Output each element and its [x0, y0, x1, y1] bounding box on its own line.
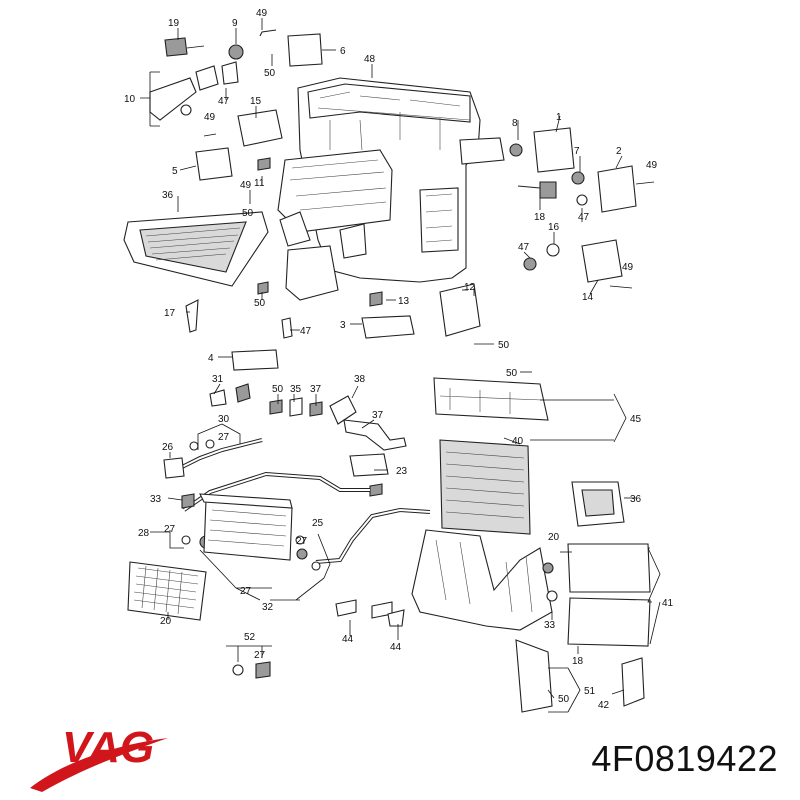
- callout-1: 1: [556, 112, 562, 123]
- callout-labels: 19 9 49 6 50 48 10 47 15 49 5 11 36 49 5…: [124, 8, 674, 711]
- callout-47: 47: [300, 326, 312, 337]
- vag-logo: VAG: [30, 723, 168, 792]
- callout-21: 20: [160, 616, 172, 627]
- callout-14: 14: [582, 292, 594, 303]
- actuators-upper-drawing: [149, 29, 323, 181]
- callout-42: 42: [598, 700, 610, 711]
- clips-drawing: [226, 645, 272, 679]
- callout-22: 20: [548, 532, 560, 543]
- callout-31: 31: [212, 374, 224, 385]
- callout-30: 30: [218, 414, 230, 425]
- callout-3: 3: [340, 320, 346, 331]
- callout-50: 50: [264, 68, 276, 79]
- callout-37: 37: [372, 410, 384, 421]
- callout-47: 47: [218, 96, 230, 107]
- callout-27: 27: [296, 536, 308, 547]
- callout-50: 50: [498, 340, 510, 351]
- callout-19: 19: [168, 18, 180, 29]
- callout-13: 13: [398, 296, 410, 307]
- callout-27: 27: [254, 650, 266, 661]
- callout-41: 41: [662, 598, 674, 609]
- callout-51: 51: [584, 686, 596, 697]
- callout-52: 52: [244, 632, 256, 643]
- callout-25: 25: [312, 518, 324, 529]
- callout-2: 2: [616, 146, 622, 157]
- callout-49: 49: [204, 112, 216, 123]
- callout-49: 49: [256, 8, 268, 19]
- callout-27: 27: [218, 432, 230, 443]
- logo-text: VAG: [62, 723, 154, 772]
- air-grille-drawing: [123, 211, 269, 287]
- callout-20: 18: [534, 212, 546, 223]
- callout-9: 9: [232, 18, 238, 29]
- callout-16: 16: [548, 222, 560, 233]
- heater-core-drawing: [199, 493, 293, 561]
- callout-48: 48: [364, 54, 376, 65]
- evaporator-housing-drawing: [411, 377, 582, 713]
- logo-swoosh: [30, 738, 168, 792]
- callout-12: 12: [464, 282, 476, 293]
- callout-49: 49: [622, 262, 634, 273]
- callout-44: 44: [342, 634, 354, 645]
- callout-47: 47: [578, 212, 590, 223]
- leader-lines: [140, 18, 661, 713]
- callout-27: 27: [240, 586, 252, 597]
- callout-23: 23: [396, 466, 408, 477]
- callout-32: 33: [544, 620, 556, 631]
- callout-33: 32: [262, 602, 274, 613]
- callout-50: 50: [558, 694, 570, 705]
- callout-32: 33: [150, 494, 162, 505]
- callout-50: 50: [272, 384, 284, 395]
- callout-39: 38: [354, 374, 366, 385]
- callout-15: 15: [250, 96, 262, 107]
- callout-18: 18: [572, 656, 584, 667]
- callout-49: 49: [646, 160, 658, 171]
- callout-5: 5: [172, 166, 178, 177]
- actuators-right-drawing: [369, 127, 655, 345]
- callout-34: 36: [162, 190, 174, 201]
- callout-40: 40: [512, 436, 524, 447]
- callout-50: 50: [242, 208, 254, 219]
- callout-8: 8: [512, 118, 518, 129]
- callout-10: 10: [124, 94, 136, 105]
- callout-4: 4: [208, 353, 214, 364]
- callout-49: 49: [240, 180, 252, 191]
- callout-6: 6: [340, 46, 346, 57]
- radiator-drawing: [127, 561, 207, 621]
- callout-50: 50: [506, 368, 518, 379]
- filters-drawing: [335, 481, 651, 707]
- callout-35: 36: [630, 494, 642, 505]
- hvac-housing-drawing: [277, 77, 505, 301]
- callout-45: 45: [630, 414, 642, 425]
- callout-38: 37: [310, 384, 322, 395]
- callout-47: 47: [518, 242, 530, 253]
- callout-28: 28: [138, 528, 150, 539]
- part-number: 4F0819422: [591, 738, 778, 779]
- callout-50: 50: [254, 298, 266, 309]
- callout-26: 26: [162, 442, 174, 453]
- callout-27: 27: [164, 524, 176, 535]
- callout-11: 11: [254, 178, 265, 189]
- callout-7: 7: [574, 146, 580, 157]
- small-parts-mid-drawing: [185, 281, 415, 497]
- callout-17: 17: [164, 308, 176, 319]
- callout-44: 44: [390, 642, 402, 653]
- callout-36: 35: [290, 384, 302, 395]
